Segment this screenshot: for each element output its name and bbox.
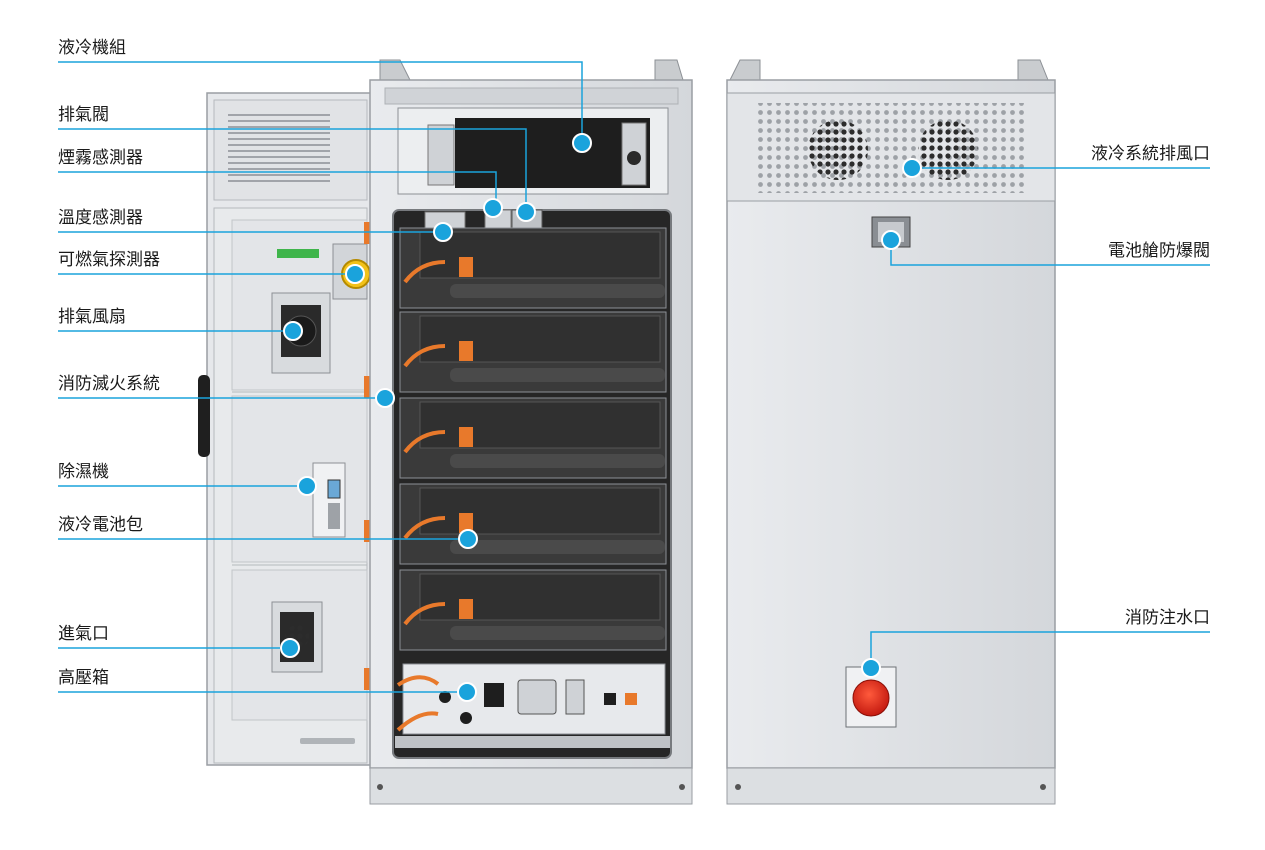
label-liquid-cooling-unit: 液冷機組: [58, 38, 126, 58]
label-temperature-sensor: 溫度感測器: [58, 208, 143, 228]
battery-module: [400, 484, 666, 564]
callout-dot-icon: [882, 231, 900, 249]
label-exhaust-valve: 排氣閥: [58, 105, 109, 125]
battery-module: [400, 398, 666, 478]
battery-module: [400, 570, 666, 650]
callout-dot-icon: [903, 159, 921, 177]
label-fire-suppression-system: 消防滅火系統: [58, 374, 160, 394]
fan-icon: [918, 120, 978, 180]
label-high-voltage-box: 高壓箱: [58, 668, 109, 688]
callout-dot-icon: [517, 203, 535, 221]
callout-dot-icon: [284, 322, 302, 340]
callout-dot-icon: [281, 639, 299, 657]
callout-dot-icon: [376, 389, 394, 407]
callout-dot-icon: [346, 265, 364, 283]
liquid-cooling-unit: [398, 108, 668, 194]
label-combustible-gas-detector: 可燃氣探測器: [58, 250, 160, 270]
rear-cabinet: [727, 60, 1055, 804]
label-battery-explosion-vent: 電池艙防爆閥: [1108, 241, 1210, 261]
callout-dot-icon: [459, 530, 477, 548]
door-handle: [198, 375, 210, 457]
callout-dot-icon: [573, 134, 591, 152]
callout-dot-icon: [458, 683, 476, 701]
label-air-inlet: 進氣口: [58, 624, 109, 644]
label-fire-water-inlet: 消防注水口: [1125, 608, 1210, 628]
fan-icon: [808, 120, 868, 180]
dehumidifier-icon: [313, 463, 345, 537]
callout-dot-icon: [298, 477, 316, 495]
status-indicator: [277, 249, 319, 258]
battery-modules: [400, 228, 666, 650]
label-dehumidifier: 除濕機: [58, 462, 109, 482]
cabinet-door: [198, 93, 374, 765]
label-smoke-detector: 煙霧感測器: [58, 148, 143, 168]
callout-dot-icon: [484, 199, 502, 217]
callout-dot-icon: [862, 659, 880, 677]
label-liquid-cooled-battery-pack: 液冷電池包: [58, 515, 143, 535]
label-exhaust-fan: 排氣風扇: [58, 307, 126, 327]
callout-dot-icon: [434, 223, 452, 241]
air-inlet-icon: [272, 602, 322, 672]
battery-module: [400, 312, 666, 392]
label-cooling-exhaust-vent: 液冷系統排風口: [1091, 144, 1210, 164]
